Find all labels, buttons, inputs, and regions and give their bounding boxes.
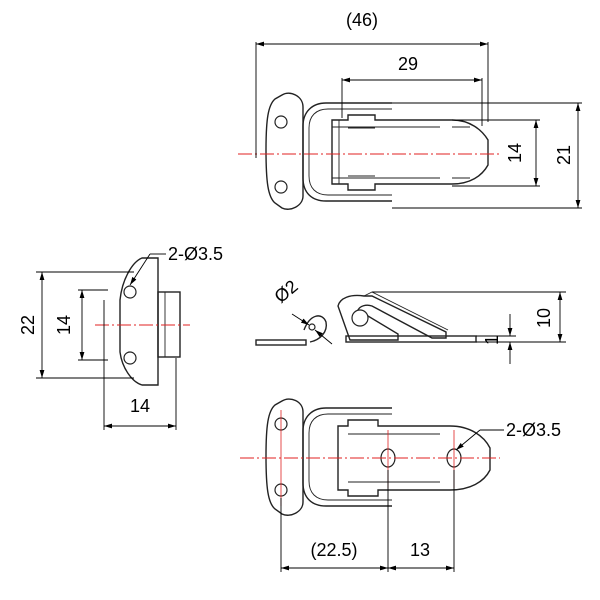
- top-base-hole-upper: [274, 115, 288, 129]
- leader-pin-b: [314, 329, 333, 345]
- side-base-plate: [119, 257, 159, 386]
- dim-label-inner-height: 14: [505, 143, 525, 163]
- profile-pin: [308, 323, 316, 331]
- profile-pin-bail: [303, 315, 327, 343]
- dim-label-plate-thickness: 1: [482, 335, 502, 345]
- bottom-wire-bail-inner: [308, 413, 392, 501]
- bottom-view: (22.5) 13 2-Ø3.5: [240, 398, 561, 572]
- bottom-wire-bail: [302, 407, 392, 507]
- profile-catch-plate: [345, 335, 477, 343]
- dim-label-overall-length: (46): [346, 10, 378, 30]
- side-hole-lower: [123, 351, 137, 365]
- dim-label-profile-height: 10: [534, 308, 554, 328]
- top-view: (46) 29 14 21: [238, 10, 582, 210]
- side-hole-upper: [123, 285, 137, 299]
- dim-label-side-height: 22: [18, 315, 38, 335]
- profile-base-plate: [255, 339, 307, 346]
- dim-label-hole-spacing-b: 13: [410, 540, 430, 560]
- top-wire-bail: [302, 102, 392, 202]
- bottom-base-plate: [265, 398, 304, 516]
- top-base-hole-lower: [274, 180, 288, 194]
- top-wire-bail-inner: [308, 108, 392, 196]
- leader-pin-a: [291, 313, 310, 326]
- dim-label-side-width: 14: [130, 396, 150, 416]
- leader-side-holes: [129, 253, 151, 286]
- top-base-plate: [265, 92, 304, 210]
- top-hook-body: [331, 114, 489, 191]
- dim-label-overall-height: 21: [554, 145, 574, 165]
- side-view: 22 14 14 2-Ø3.5: [18, 244, 223, 430]
- bottom-hook-body: [337, 419, 491, 497]
- dim-label-side-inner-height: 14: [54, 315, 74, 335]
- dim-label-side-holes: 2-Ø3.5: [168, 244, 223, 264]
- dim-label-pin-diameter: Ø2: [271, 276, 302, 307]
- profile-hinge: [351, 309, 369, 327]
- dim-label-bottom-holes: 2-Ø3.5: [506, 420, 561, 440]
- profile-view: Ø2 10 1: [255, 276, 566, 364]
- dim-label-hole-spacing-a: (22.5): [310, 540, 357, 560]
- side-body: [157, 291, 181, 358]
- dim-label-hook-length: 29: [398, 54, 418, 74]
- leader-bottom-holes: [455, 429, 481, 451]
